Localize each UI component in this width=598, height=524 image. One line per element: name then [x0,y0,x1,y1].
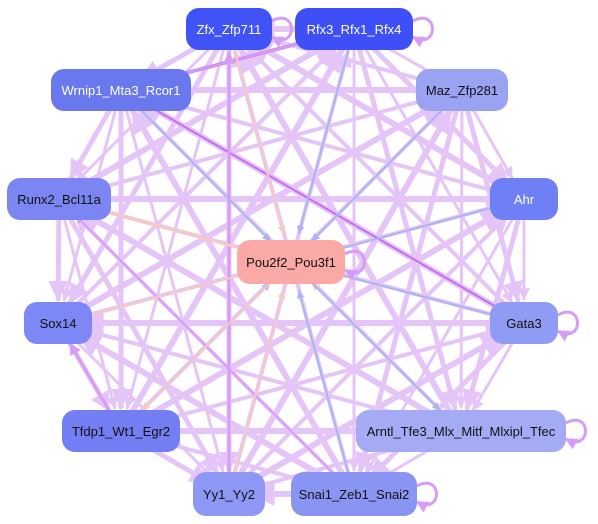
edge-runx-to-yy [56,196,220,476]
self-loop-edge [343,249,366,281]
edge-pou-to-tfdp [141,261,292,411]
edge-rfx-to-gata [352,27,514,304]
node-ahr[interactable]: Ahr [490,178,558,220]
self-loop-edge [564,418,587,450]
edge-sox-to-maz [55,98,445,326]
edge-arntl-to-zfx [237,46,464,434]
node-yy1-yy2[interactable]: Yy1_Yy2 [193,472,265,516]
edge-ahr-to-zfx [246,37,527,202]
node-wrnip1-mta3-rcor1[interactable]: Wrnip1_Mta3_Rcor1 [51,69,191,111]
edge-zfx-to-sox [67,26,232,305]
edge-pou-to-arntl [290,261,441,411]
node-gata3[interactable]: Gata3 [490,302,558,344]
self-loop-edge [415,481,438,513]
edge-runx-to-rfx [56,37,337,202]
edge-snai-to-sox [75,332,357,497]
self-loop-edge [411,16,434,48]
node-zfx-zfp711[interactable]: Zfx_Zfp711 [186,8,272,50]
node-sox14[interactable]: Sox14 [24,302,92,344]
node-arntl-tfe3-mlx-mitf-mlxipl-tfec[interactable]: Arntl_Tfe3_Mlx_Mitf_Mlxipl_Tfec [356,410,566,452]
edge-gata-to-wrnip [140,101,525,324]
node-tfdp1-wt1-egr2[interactable]: Tfdp1_Wt1_Egr2 [62,410,180,452]
node-rfx3-rfx1-rfx4[interactable]: Rfx3_Rfx1_Rfx4 [295,8,413,50]
edge-rfx-to-pou [296,28,355,235]
node-runx2-bcl11a[interactable]: Runx2_Bcl11a [7,178,111,220]
self-loop-edge [556,310,579,342]
edge-maz-to-arntl [455,88,468,409]
edge-runx-to-maz [57,92,441,201]
edge-yy-to-pou [228,289,286,495]
edge-runx-to-tfdp [57,197,118,410]
self-loop-edge [270,16,293,48]
node-snai1-zeb1-snai2[interactable]: Snai1_Zeb1_Snai2 [291,472,417,516]
edge-maz-to-pou [311,89,463,242]
edge-snai-to-pou [296,289,355,495]
edge-ahr-to-pou [318,198,525,257]
edge-zfx-to-pou [228,28,286,235]
edge-wrnip-to-pou [120,89,271,242]
node-pou2f2-pou3f1[interactable]: Pou2f2_Pou3f1 [237,240,345,284]
edge-snai-to-runx [74,214,355,495]
edge-tfdp-to-gata [119,325,503,433]
node-maz-zfp281[interactable]: Maz_Zfp281 [416,69,508,111]
